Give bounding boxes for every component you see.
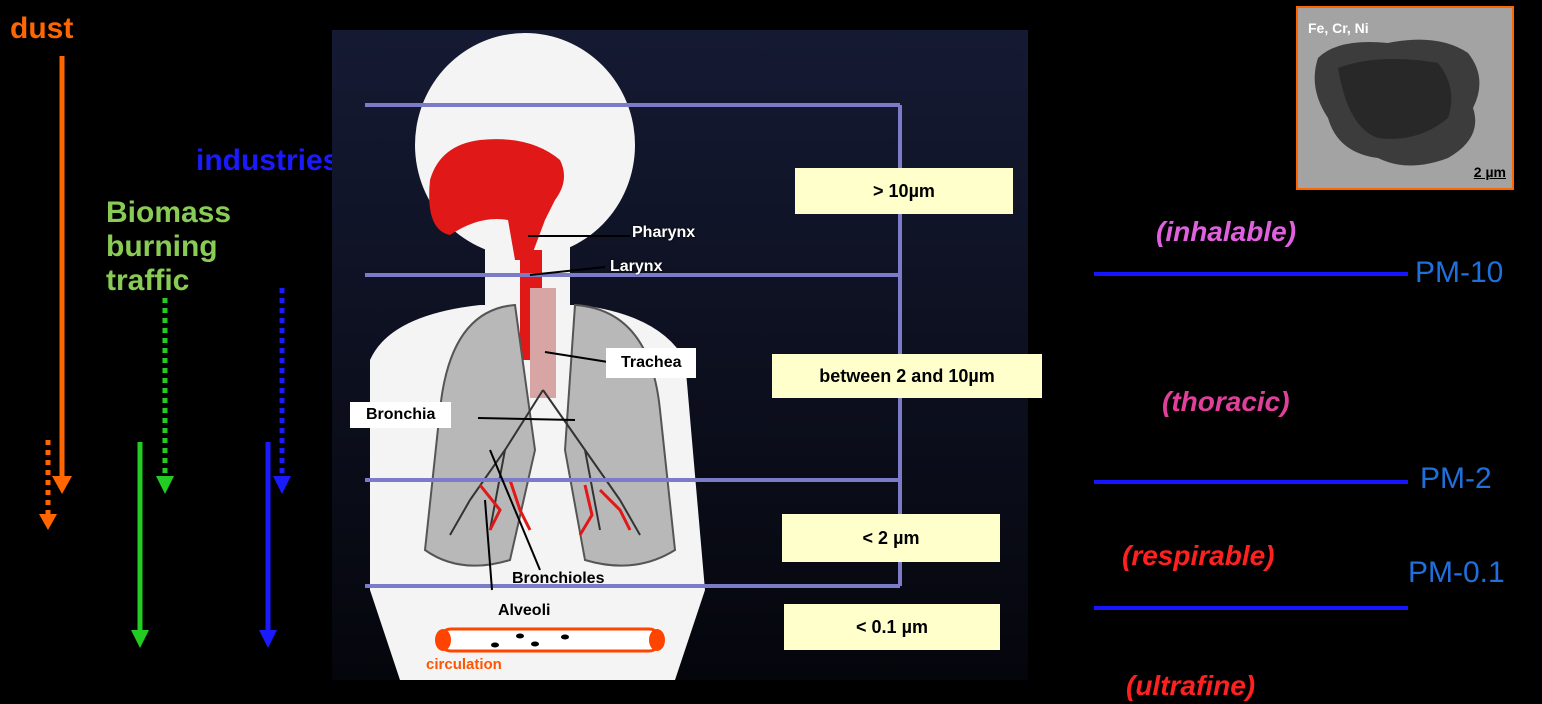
- label-trachea: Trachea: [606, 348, 696, 378]
- pm01-label: PM-0.1: [1408, 556, 1505, 590]
- particle-micrograph: Fe, Cr, Ni 2 µm: [1296, 6, 1514, 190]
- size-box-lt2: < 2 µm: [782, 514, 1000, 562]
- dust-dotted-arrowhead: [39, 514, 57, 530]
- industries-dotted-arrowhead: [273, 476, 291, 494]
- size-box-lt01: < 0.1 µm: [784, 604, 1000, 650]
- label-pharynx: Pharynx: [632, 224, 695, 242]
- trachea-shape: [530, 288, 556, 398]
- biomass-arrowhead: [131, 630, 149, 648]
- source-arrows: [0, 0, 330, 704]
- label-circulation: circulation: [426, 656, 502, 673]
- micrograph-scale-label: 2 µm: [1474, 164, 1506, 180]
- pm10-label: PM-10: [1415, 256, 1503, 290]
- size-box-gt10: > 10µm: [795, 168, 1013, 214]
- industries-arrowhead: [259, 630, 277, 648]
- label-bronchia: Bronchia: [350, 402, 451, 428]
- size-box-2-10: between 2 and 10µm: [772, 354, 1042, 398]
- circulation-vessel: [435, 629, 665, 651]
- label-larynx: Larynx: [610, 258, 662, 276]
- dust-arrowhead: [52, 476, 72, 494]
- label-bronchioles: Bronchioles: [512, 570, 604, 588]
- biomass-dotted-arrowhead: [156, 476, 174, 494]
- pm2-label: PM-2: [1420, 462, 1492, 496]
- micrograph-elements-label: Fe, Cr, Ni: [1308, 20, 1369, 36]
- label-alveoli: Alveoli: [498, 602, 550, 620]
